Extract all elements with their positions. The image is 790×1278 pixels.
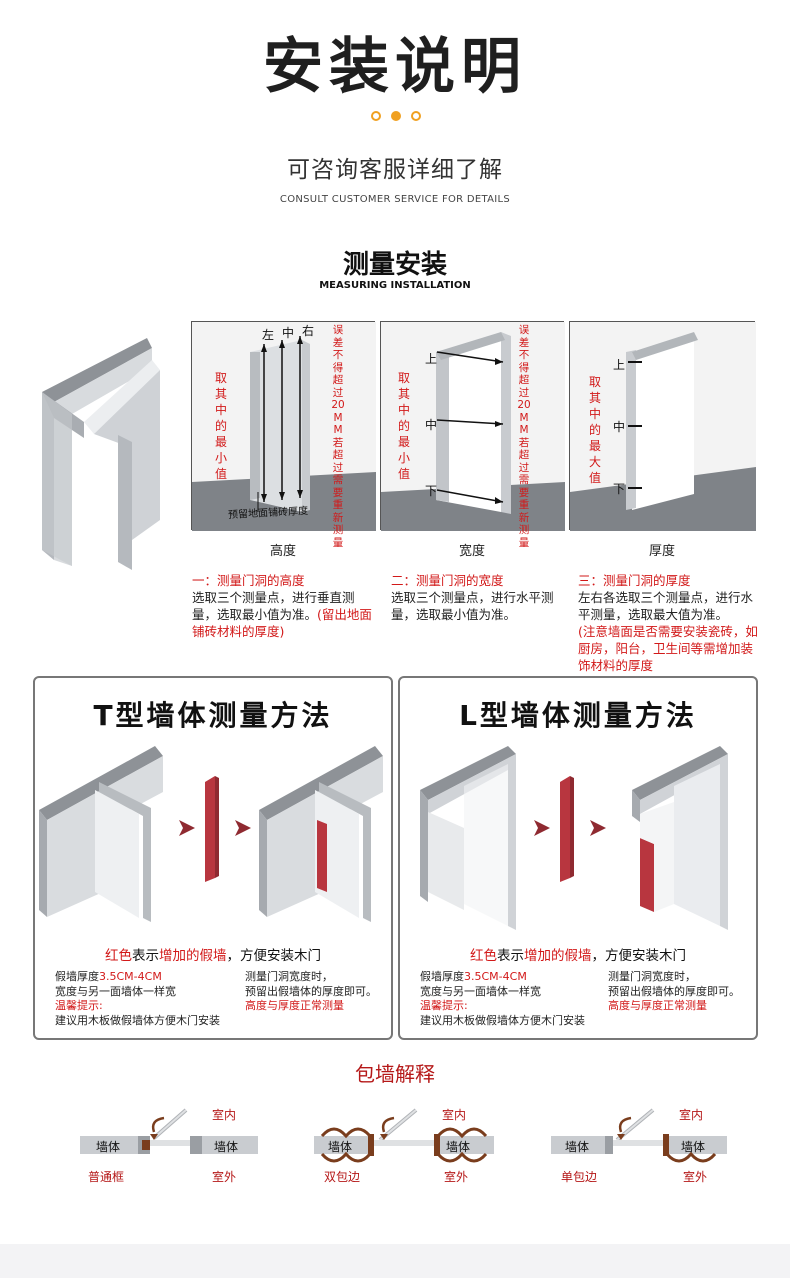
t-wall-right-notes: 测量门洞宽度时， 预留出假墙体的厚度即可。 高度与厚度正常测量: [245, 970, 391, 1014]
marker-left: 左: [262, 328, 275, 342]
dot-icon: [391, 111, 401, 121]
width-desc: 二：测量门洞的宽度 选取三个测量点，进行水平测量，选取最小值为准。: [391, 572, 563, 623]
l-tip-title: 温馨提示:: [420, 999, 468, 1012]
marker-top: 上: [425, 352, 438, 366]
l-wall-left-notes: 假墙厚度3.5CM-4CM 宽度与另一面墙体一样宽 温馨提示: 建议用木板做假墙…: [420, 970, 610, 1028]
t-wall-note: 红色表示增加的假墙，方便安装木门: [35, 944, 391, 964]
wall-left-label: 墙体: [565, 1140, 590, 1154]
t-same-width: 宽度与另一面墙体一样宽: [55, 984, 176, 998]
t-wall-left-notes: 假墙厚度3.5CM-4CM 宽度与另一面墙体一样宽 温馨提示: 建议用木板做假墙…: [55, 970, 245, 1028]
dot-icon: [371, 111, 381, 121]
outside-label: 室外: [212, 1170, 237, 1184]
t-wall-box: T型墙体测量方法 红色表示增加的假墙，方便安装木门 假墙厚度3.5CM-4CM …: [33, 676, 393, 1040]
error-note: 误差不得超过20MM若超过需要重新测量: [331, 324, 345, 549]
outside-label: 室外: [444, 1170, 469, 1184]
measure-title-en: MEASURING INSTALLATION: [319, 280, 471, 291]
thickness-desc-title: 三：测量门洞的厚度: [578, 573, 691, 588]
height-desc-title: 一：测量门洞的高度: [192, 573, 305, 588]
width-desc-title: 二：测量门洞的宽度: [391, 573, 504, 588]
l-note-red1: 红色: [470, 948, 497, 964]
l-note-end: ，方便安装木门: [591, 948, 687, 964]
wall-right-label: 墙体: [214, 1140, 239, 1154]
l-wall-title: L型墙体测量方法: [459, 699, 697, 732]
t-tip-body: 建议用木板做假墙体方便木门安装: [55, 1013, 220, 1027]
marker-bottom: 下: [613, 482, 626, 496]
subtitle-en: CONSULT CUSTOMER SERVICE FOR DETAILS: [279, 194, 511, 205]
wrap-item-normal: 墙体 墙体 室内 室外 普通框: [80, 1104, 260, 1194]
t-right-red: 高度与厚度正常测量: [245, 999, 344, 1012]
door-frame-illustration: [42, 338, 160, 570]
l-wall-right-notes: 测量门洞宽度时， 预留出假墙体的厚度即可。 高度与厚度正常测量: [608, 970, 756, 1014]
marker-middle: 中: [425, 418, 438, 432]
caption-height: 高度: [269, 544, 296, 559]
thickness-desc-red: (注意墙面是否需要安装瓷砖，如厨房，阳台，卫生间等需增加装饰材料的厚度: [578, 624, 758, 673]
t-wall-title: T型墙体测量方法: [93, 699, 333, 732]
height-desc-red: (留出地面铺砖材料的厚度): [192, 607, 372, 639]
dot-icon: [411, 111, 421, 121]
l-right-line1: 测量门洞宽度时，: [608, 970, 696, 983]
l-wall-illustration: [420, 746, 728, 930]
thickness-desc-body: 左右各选取三个测量点，进行水平测量，选取最大值为准。: [578, 590, 754, 622]
min-value-note: 取其中的最小值: [214, 371, 227, 481]
inside-label: 室内: [212, 1108, 237, 1122]
type-label: 普通框: [88, 1170, 125, 1184]
t-thick-value: 3.5CM-4CM: [99, 970, 162, 983]
t-tip-title: 温馨提示:: [55, 999, 103, 1012]
t-right-line2: 预留出假墙体的厚度即可。: [245, 984, 377, 998]
type-label: 双包边: [324, 1170, 361, 1184]
type-label: 单包边: [561, 1170, 598, 1184]
t-right-line1: 测量门洞宽度时，: [245, 970, 333, 983]
page-title: 安装说明: [263, 32, 527, 102]
t-wall-illustration: [39, 746, 383, 922]
caption-thickness: 厚度: [648, 544, 675, 559]
l-note-mid: 表示: [497, 948, 524, 964]
marker-top: 上: [613, 358, 626, 372]
l-note-red2: 增加的假墙: [524, 948, 592, 964]
min-value-note: 取其中的最小值: [397, 371, 410, 481]
l-wall-box: L型墙体测量方法 红色表示增加的假墙，方便安装木门 假墙厚度3.5CM-4CM …: [398, 676, 758, 1040]
thickness-panel: 上 中 下 取其中的最大值: [569, 321, 756, 531]
subtitle-cn: 可咨询客服详细了解: [287, 157, 503, 183]
max-value-note: 取其中的最大值: [588, 375, 601, 485]
wrap-item-single: 墙体 墙体 室内 室外 单包边: [551, 1104, 731, 1194]
wall-left-label: 墙体: [328, 1140, 353, 1154]
l-right-red: 高度与厚度正常测量: [608, 999, 707, 1012]
wrap-title: 包墙解释: [355, 1062, 435, 1086]
l-thick-value: 3.5CM-4CM: [464, 970, 527, 983]
l-thick-label: 假墙厚度: [420, 970, 464, 983]
outside-label: 室外: [683, 1170, 708, 1184]
marker-middle: 中: [282, 326, 295, 340]
t-note-red2: 增加的假墙: [159, 948, 227, 964]
inside-label: 室内: [442, 1108, 467, 1122]
thickness-desc: 三：测量门洞的厚度 左右各选取三个测量点，进行水平测量，选取最大值为准。 (注意…: [578, 572, 762, 674]
l-wall-note: 红色表示增加的假墙，方便安装木门: [400, 944, 756, 964]
wall-right-label: 墙体: [446, 1140, 471, 1154]
height-desc: 一：测量门洞的高度 选取三个测量点，进行垂直测量，选取最小值为准。(留出地面铺砖…: [192, 572, 374, 640]
l-tip-body: 建议用木板做假墙体方便木门安装: [420, 1013, 585, 1027]
measure-title: 测量安装: [342, 250, 447, 280]
t-thick-label: 假墙厚度: [55, 970, 99, 983]
error-note: 误差不得超过20MM若超过需要重新测量: [517, 324, 531, 549]
marker-bottom: 下: [425, 484, 438, 498]
t-note-red1: 红色: [105, 948, 132, 964]
height-desc-body: 选取三个测量点，进行垂直测量，选取最小值为准。: [192, 590, 355, 622]
width-panel: 上 中 下 取其中的最小值 误差不得超过20MM若超过需要重新测量: [380, 321, 565, 549]
t-note-mid: 表示: [132, 948, 159, 964]
l-same-width: 宽度与另一面墙体一样宽: [420, 984, 541, 998]
decorative-dots: [371, 111, 421, 123]
wall-right-label: 墙体: [681, 1140, 706, 1154]
footer-band: [0, 1244, 790, 1278]
marker-right: 右: [302, 324, 315, 338]
wrap-item-double: 墙体 墙体 室内 室外 双包边: [314, 1104, 494, 1194]
marker-middle: 中: [613, 420, 626, 434]
t-note-end: ，方便安装木门: [226, 948, 322, 964]
wall-left-label: 墙体: [96, 1140, 121, 1154]
l-right-line2: 预留出假墙体的厚度即可。: [608, 984, 740, 998]
caption-width: 宽度: [458, 544, 485, 559]
width-desc-body: 选取三个测量点，进行水平测量，选取最小值为准。: [391, 590, 554, 622]
inside-label: 室内: [679, 1108, 704, 1122]
height-panel: 左 中 右 取其中的最小值 误差不得超过20MM若超过需要重新测量 预留地面铺砖…: [191, 321, 376, 549]
